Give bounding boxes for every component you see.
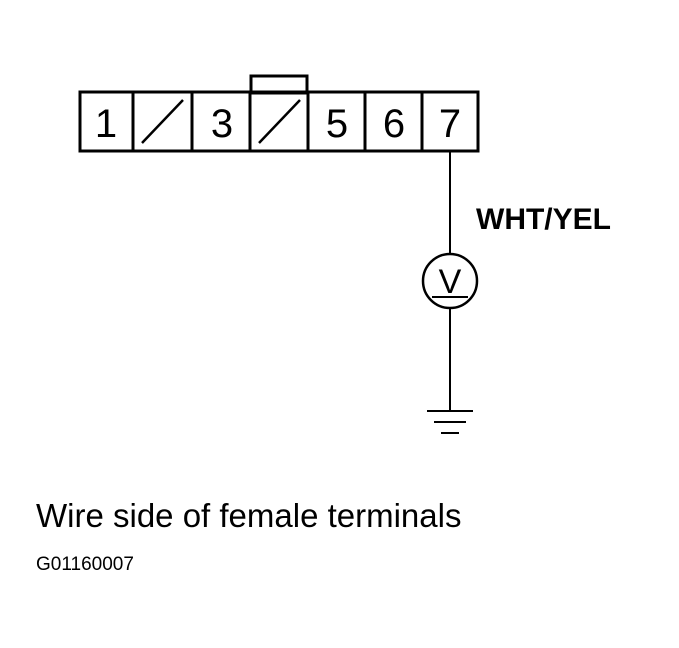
empty-cavity-2-slash: [141, 99, 184, 144]
figure-code: G01160007: [36, 554, 134, 575]
ground-icon: [427, 410, 473, 434]
connector-body: [78, 90, 480, 153]
terminal-labels: 1 3 5 6 7: [95, 102, 461, 146]
voltmeter-icon: V: [421, 252, 479, 310]
voltmeter-symbol: V: [439, 263, 462, 301]
terminal-7-label: 7: [439, 102, 461, 146]
terminal-1-label: 1: [95, 102, 117, 146]
connector: [78, 74, 480, 153]
empty-cavity-4-slash: [258, 99, 301, 144]
wire-color-label: WHT/YEL: [476, 203, 611, 236]
figure-caption: Wire side of female terminals: [36, 497, 461, 534]
terminal-5-label: 5: [326, 102, 348, 146]
connector-lock-tab: [249, 74, 309, 95]
terminal-6-label: 6: [383, 102, 405, 146]
terminal-3-label: 3: [211, 102, 233, 146]
